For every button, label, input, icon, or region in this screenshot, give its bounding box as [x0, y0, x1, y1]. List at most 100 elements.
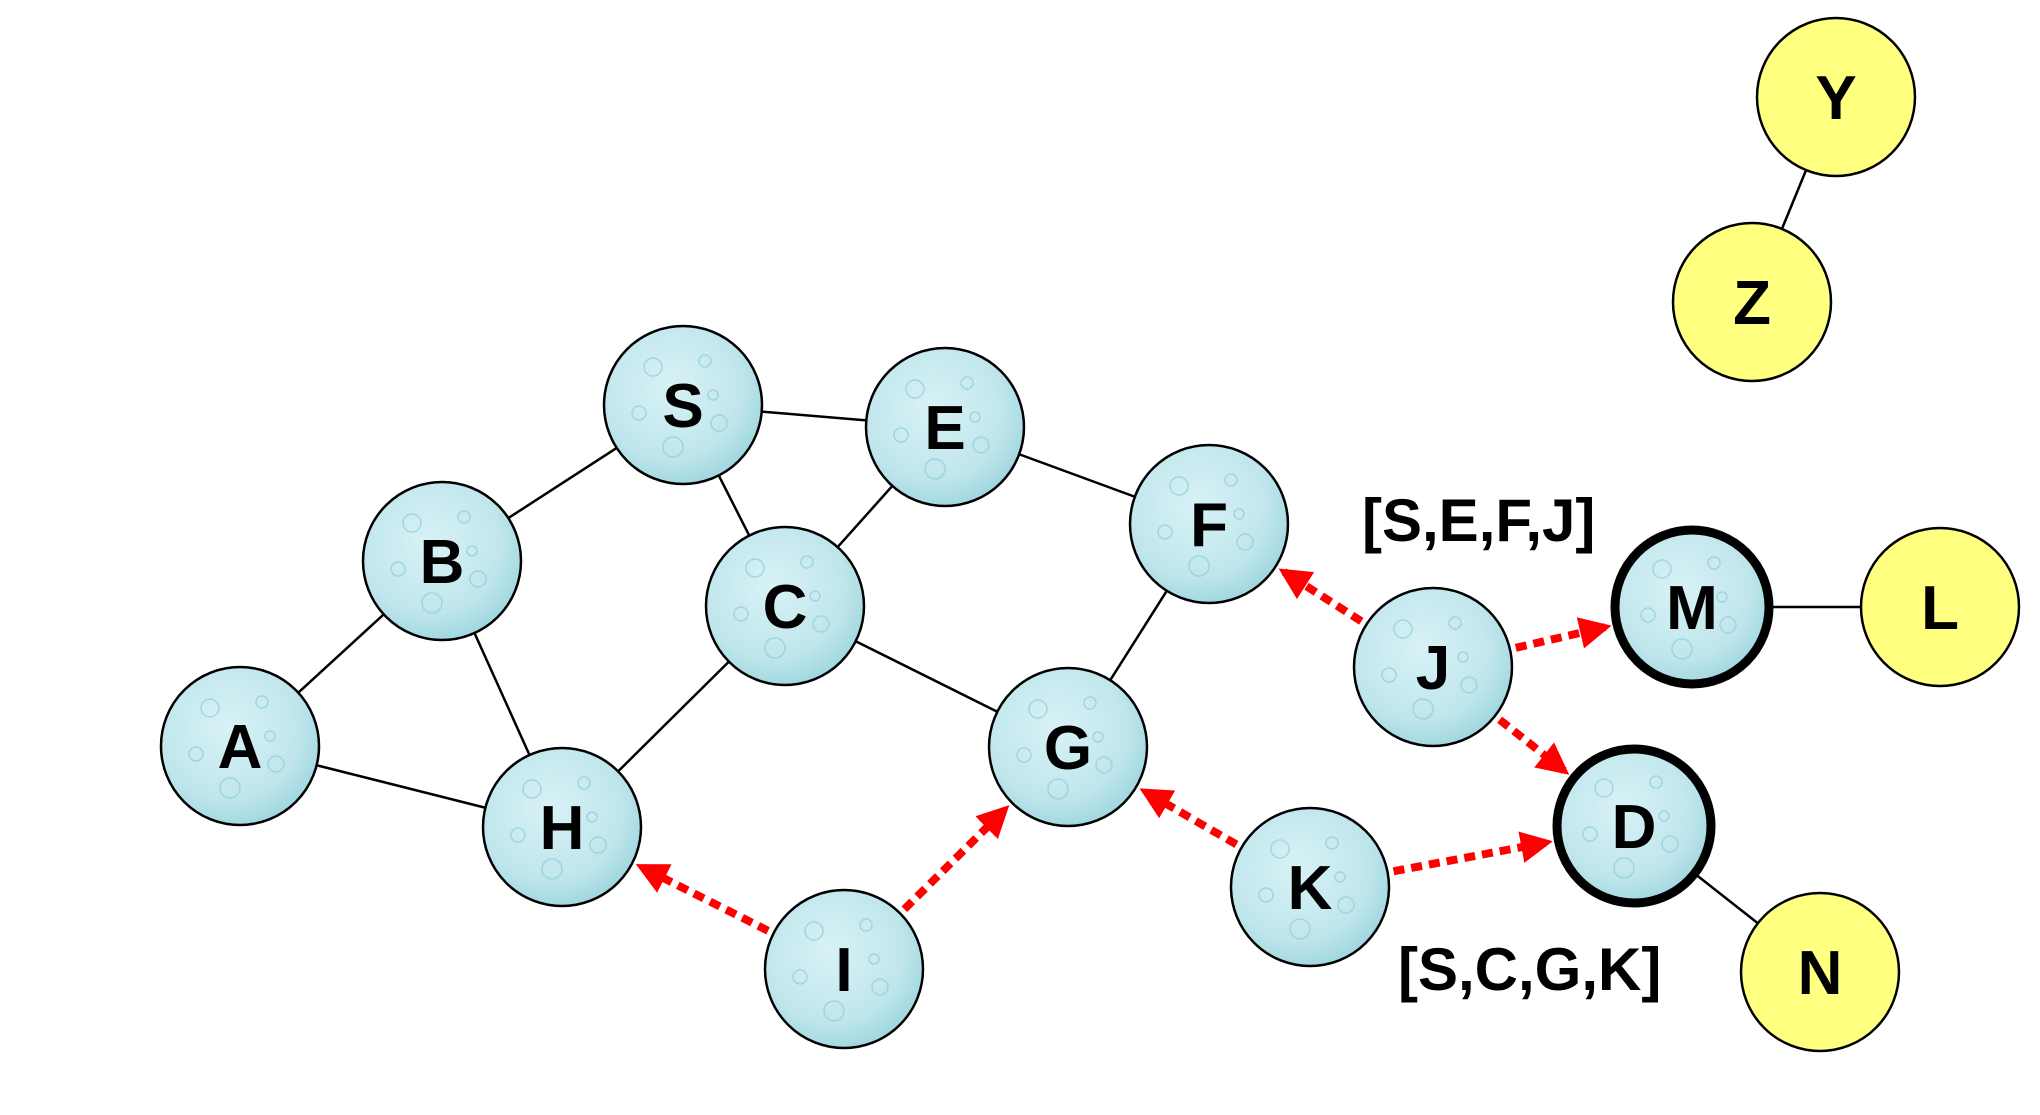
node-texture-bubble	[868, 953, 880, 965]
node-texture-bubble	[1095, 756, 1113, 774]
node-l-label: L	[1921, 574, 1959, 643]
node-texture-bubble	[871, 978, 889, 996]
node-texture-bubble	[809, 590, 821, 602]
edge-S-C	[717, 474, 751, 537]
node-texture-bubble	[1169, 476, 1189, 496]
edge-E-C	[836, 485, 894, 548]
node-b: B	[361, 480, 523, 642]
node-texture-bubble	[1613, 857, 1635, 879]
node-h: H	[481, 746, 643, 908]
node-texture-bubble	[1582, 826, 1598, 842]
node-texture-bubble	[510, 827, 526, 843]
edge-D-N	[1695, 873, 1759, 925]
node-c: C	[704, 525, 866, 687]
node-texture-bubble	[1671, 638, 1693, 660]
node-texture-bubble	[969, 411, 981, 423]
node-texture-bubble	[1381, 667, 1397, 683]
node-texture-bubble	[219, 777, 241, 799]
node-texture-bubble	[577, 776, 591, 790]
node-texture-bubble	[710, 414, 728, 432]
node-j: J	[1352, 586, 1514, 748]
node-texture-bubble	[733, 606, 749, 622]
node-texture-bubble	[1270, 839, 1290, 859]
node-texture-bubble	[200, 698, 220, 718]
node-f: F	[1128, 443, 1290, 605]
node-s-label: S	[662, 372, 703, 441]
node-texture-bubble	[457, 510, 471, 524]
node-texture-bubble	[1337, 896, 1355, 914]
route-request-arrows	[635, 568, 1612, 935]
node-texture-bubble	[255, 695, 269, 709]
node-texture-bubble	[390, 561, 406, 577]
edge-E-F	[1018, 453, 1136, 498]
node-c-label: C	[763, 573, 808, 642]
node-texture-bubble	[1707, 556, 1721, 570]
node-e-label: E	[924, 394, 965, 463]
edge-B-H	[473, 632, 531, 756]
edge-B-A	[297, 613, 385, 694]
node-texture-bubble	[800, 555, 814, 569]
node-texture-bubble	[264, 730, 276, 742]
node-i: I	[763, 888, 925, 1050]
node-texture-bubble	[1233, 508, 1245, 520]
request-arrow-J-to-D	[1497, 716, 1570, 775]
node-texture-bubble	[1460, 676, 1478, 694]
node-texture-bubble	[421, 592, 443, 614]
node-texture-bubble	[1157, 524, 1173, 540]
node-texture-bubble	[905, 379, 925, 399]
node-texture-bubble	[1594, 778, 1614, 798]
node-k-label: K	[1288, 854, 1333, 923]
node-i-label: I	[835, 936, 852, 1005]
node-a: A	[159, 665, 321, 827]
request-arrow-K-to-D	[1392, 831, 1553, 876]
node-texture-bubble	[972, 436, 990, 454]
node-texture-bubble	[764, 637, 786, 659]
node-y-circle	[1755, 16, 1917, 178]
node-texture-bubble	[1188, 555, 1210, 577]
edge-F-G	[1109, 590, 1168, 681]
route-label-scgk: [S,C,G,K]	[1398, 936, 1661, 1003]
node-z-circle	[1671, 221, 1833, 383]
request-arrow-J-to-F	[1278, 568, 1364, 625]
node-texture-bubble	[792, 969, 808, 985]
edge-Y-Z	[1780, 169, 1808, 230]
route-label-sefj: [S,E,F,J]	[1362, 487, 1595, 554]
request-arrow-I-to-H	[635, 863, 770, 935]
node-texture-bubble	[1028, 699, 1048, 719]
node-g: G	[987, 666, 1149, 828]
nodes-layer: S E B C F A H G J K I M D Y Z L N	[159, 16, 2021, 1053]
node-k: K	[1229, 806, 1391, 968]
node-y-label: Y	[1815, 64, 1856, 133]
node-a-label: A	[218, 713, 263, 782]
node-d: D	[1552, 744, 1716, 908]
node-texture-bubble	[1224, 473, 1238, 487]
node-texture-bubble	[698, 354, 712, 368]
node-texture-bubble	[469, 570, 487, 588]
node-texture-bubble	[1448, 616, 1462, 630]
node-texture-bubble	[804, 921, 824, 941]
node-texture-bubble	[267, 755, 285, 773]
node-texture-bubble	[1083, 696, 1097, 710]
node-texture-bubble	[662, 436, 684, 458]
edge-C-H	[617, 660, 730, 773]
node-texture-bubble	[1658, 810, 1670, 822]
node-texture-bubble	[1661, 835, 1679, 853]
node-texture-bubble	[1716, 591, 1728, 603]
node-n: N	[1739, 891, 1901, 1053]
node-texture-bubble	[1016, 747, 1032, 763]
node-m: M	[1610, 525, 1774, 689]
node-texture-bubble	[745, 558, 765, 578]
node-d-label: D	[1612, 793, 1657, 862]
node-n-circle	[1739, 891, 1901, 1053]
node-texture-bubble	[1457, 651, 1469, 663]
edges-layer	[297, 169, 1861, 925]
node-texture-bubble	[643, 357, 663, 377]
node-texture-bubble	[1393, 619, 1413, 639]
node-m-label: M	[1666, 574, 1718, 643]
node-z: Z	[1671, 221, 1833, 383]
request-arrow-K-to-G	[1139, 788, 1239, 848]
node-texture-bubble	[586, 811, 598, 823]
node-e: E	[864, 346, 1026, 508]
node-z-label: Z	[1733, 269, 1771, 338]
node-texture-bubble	[1640, 607, 1656, 623]
